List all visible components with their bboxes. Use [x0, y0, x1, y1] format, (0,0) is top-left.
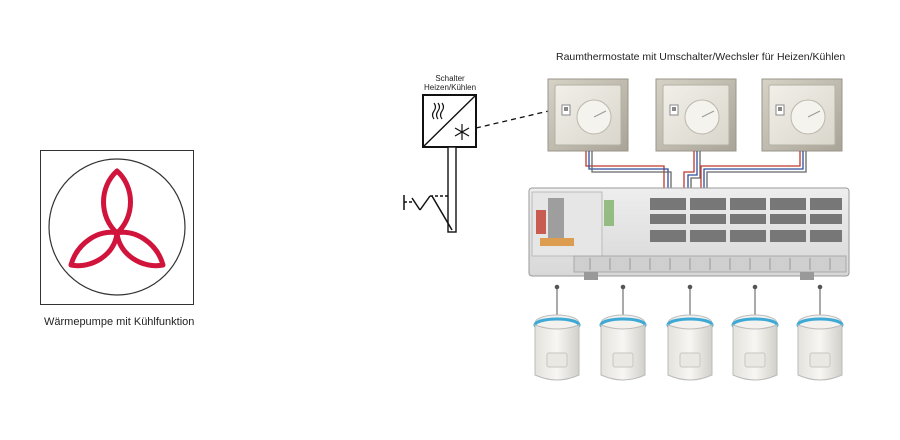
connection-module [528, 187, 850, 280]
switch-heating-cooling [422, 94, 558, 233]
heat-pump-symbol [40, 150, 194, 305]
actuator-4 [731, 314, 779, 381]
switch-label-line1: Schalter [435, 74, 465, 83]
snowflake-icon [454, 124, 470, 140]
heat-wave-icon [431, 102, 445, 120]
thermostat-2 [655, 78, 737, 152]
thermostat-1 [547, 78, 629, 152]
actuator-2 [599, 314, 647, 381]
trefoil-heat-pump-icon [48, 158, 186, 296]
heat-pump-caption: Wärmepumpe mit Kühlfunktion [44, 316, 195, 328]
switch-label-line2: Heizen/Kühlen [424, 83, 477, 92]
thermostat-3 [761, 78, 843, 152]
manual-switch-symbol [403, 195, 453, 231]
switch-label: Schalter Heizen/Kühlen [424, 74, 476, 92]
thermostat-title: Raumthermostate mit Umschalter/Wechsler … [556, 51, 846, 63]
actuator-leads [554, 284, 823, 315]
actuator-3 [666, 314, 714, 381]
thermostat-wires [585, 151, 807, 205]
actuator-5 [796, 314, 844, 381]
actuator-1 [533, 314, 581, 381]
